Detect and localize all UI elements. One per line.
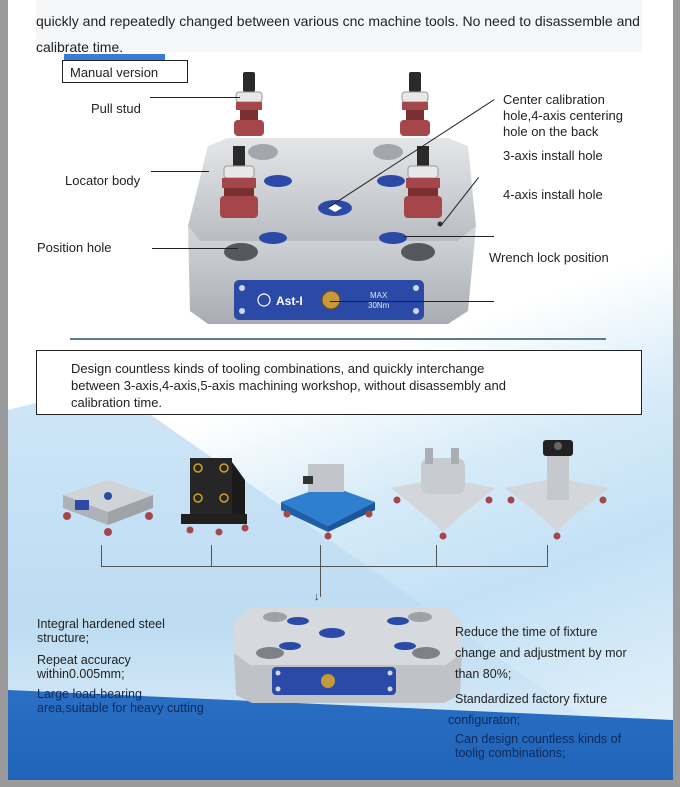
svg-text:30Nm: 30Nm [368, 301, 390, 310]
svg-text:MAX: MAX [370, 291, 388, 300]
label-pull-stud: Pull stud [91, 101, 141, 116]
leader-line-pull-stud [150, 97, 240, 98]
connector-line-3 [320, 545, 321, 597]
zero-point-locator-bottom-illustration [234, 607, 462, 703]
connector-line-2 [211, 545, 212, 567]
angle-plate-fixture-icon [181, 458, 249, 536]
down-arrow-icon: ↓ [314, 591, 320, 603]
connector-line-1 [101, 545, 102, 567]
connector-bus-line [101, 566, 548, 567]
label-4-axis-install-hole: 4-axis install hole [503, 187, 603, 202]
label-center-calibration: Center calibration hole,4-axis centering… [503, 92, 623, 139]
label-locator-body: Locator body [65, 173, 141, 188]
connector-line-4 [436, 545, 437, 567]
label-position-hole: Position hole [37, 240, 112, 255]
collet-chuck-fixture-icon [505, 440, 609, 540]
intro-text-block: quickly and repeatedly changed between v… [36, 0, 642, 55]
three-jaw-chuck-fixture-icon [391, 448, 495, 540]
tooling-combination-description: Design countless kinds of tooling combin… [36, 350, 642, 415]
label-3-axis-install-hole: 3-axis install hole [503, 148, 603, 163]
zero-point-locator-illustration: Ast-I MAX 30Nm [188, 72, 476, 324]
manual-version-label: Manual version [62, 60, 188, 83]
connector-line-5 [547, 545, 548, 567]
vise-on-blue-base-fixture-icon [281, 464, 375, 540]
section-divider [70, 338, 606, 340]
fixture-combinations-row [63, 440, 609, 540]
intro-line-2: calibrate time. [36, 39, 124, 55]
section-tab-accent [64, 54, 165, 60]
leader-line-position-hole [152, 248, 238, 249]
leader-line-wrench-lock [330, 301, 494, 302]
product-page: quickly and repeatedly changed between v… [8, 0, 673, 780]
leader-line-locator-body [151, 171, 209, 172]
square-base-fixture-icon [63, 480, 153, 536]
label-wrench-lock-position: Wrench lock position [489, 250, 609, 265]
svg-text:Ast-I: Ast-I [276, 294, 303, 308]
intro-line-1: quickly and repeatedly changed between v… [36, 13, 640, 29]
leader-line-wrench-lock-badge [404, 236, 494, 237]
